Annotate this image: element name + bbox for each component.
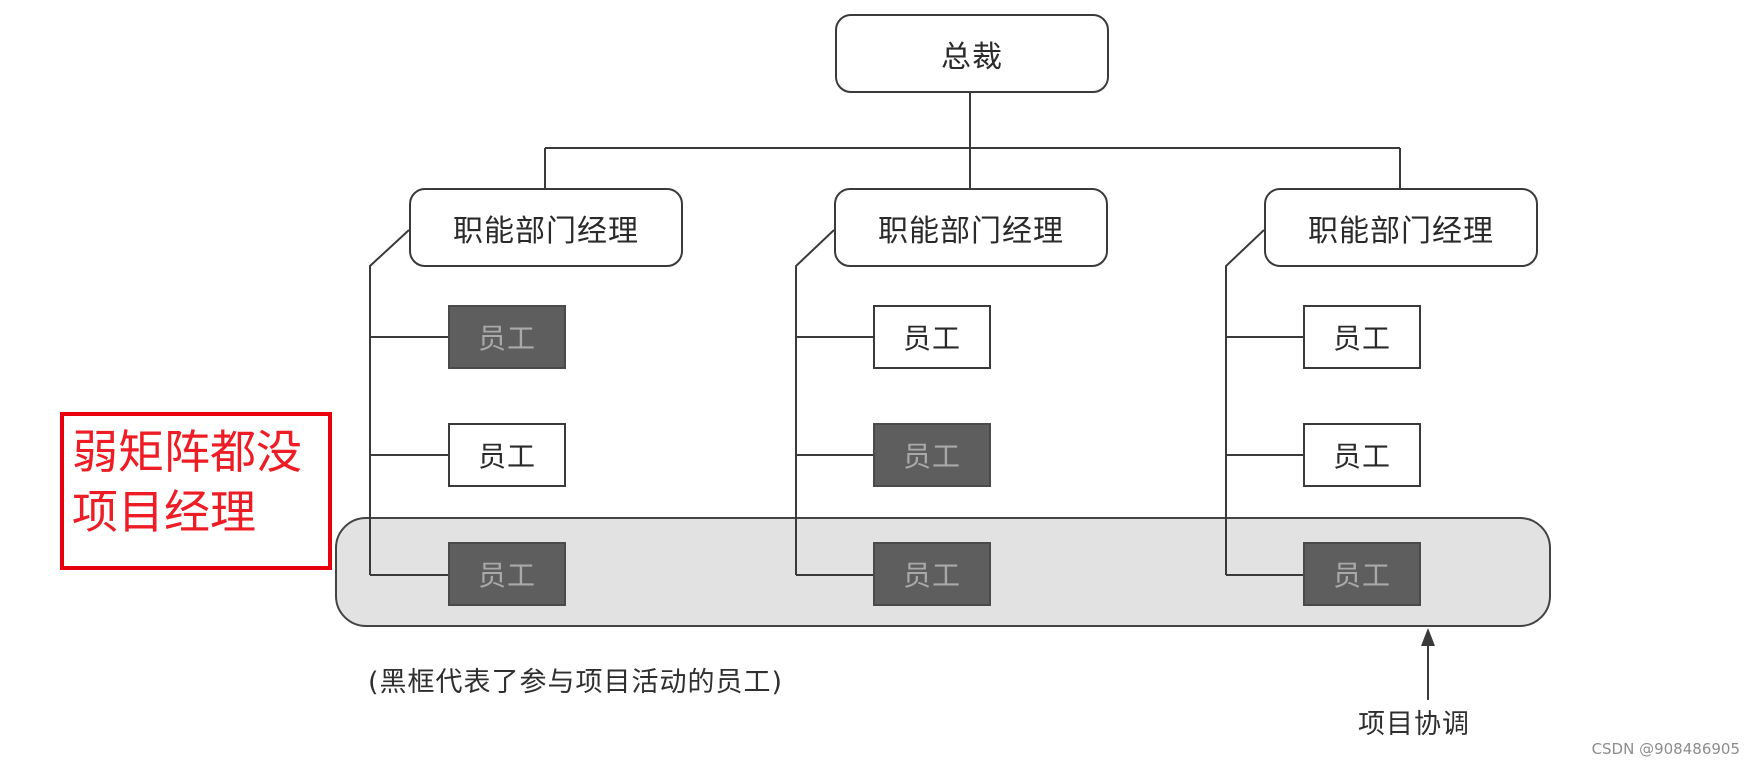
manager-box-1: 职能部门经理 [409,188,683,267]
president-box: 总裁 [835,14,1109,93]
staff-box: 员工 [448,542,566,606]
staff-label: 员工 [477,440,536,473]
manager-label: 职能部门经理 [1308,213,1494,249]
staff-label: 员工 [477,322,536,355]
staff-box: 员工 [1303,542,1421,606]
connector-dept2-spine [795,229,835,575]
staff-box: 员工 [873,423,991,487]
staff-box: 员工 [1303,305,1421,369]
staff-label: 员工 [1332,440,1391,473]
manager-label: 职能部门经理 [878,213,1064,249]
president-label: 总裁 [941,39,1003,75]
annotation-line-1: 弱矩阵都没 [72,425,302,479]
staff-label: 员工 [477,559,536,592]
annotation-line-2: 项目经理 [72,485,256,539]
staff-box: 员工 [1303,423,1421,487]
staff-label: 员工 [902,322,961,355]
staff-label: 员工 [902,559,961,592]
manager-label: 职能部门经理 [453,213,639,249]
annotation-box: 弱矩阵都没 项目经理 [60,412,332,570]
coordination-arrow-head [1421,628,1435,646]
coordination-label: 项目协调 [1358,709,1470,740]
connector-dept3-spine [1225,229,1265,575]
staff-box: 员工 [448,423,566,487]
staff-label: 员工 [1332,322,1391,355]
connector-dept1-spine [369,229,410,575]
watermark: CSDN @908486905 [1591,740,1740,758]
legend-caption: (黑框代表了参与项目活动的员工) [368,667,784,698]
staff-box: 员工 [873,542,991,606]
staff-label: 员工 [902,440,961,473]
manager-box-3: 职能部门经理 [1264,188,1538,267]
manager-box-2: 职能部门经理 [834,188,1108,267]
staff-label: 员工 [1332,559,1391,592]
staff-box: 员工 [873,305,991,369]
staff-box: 员工 [448,305,566,369]
